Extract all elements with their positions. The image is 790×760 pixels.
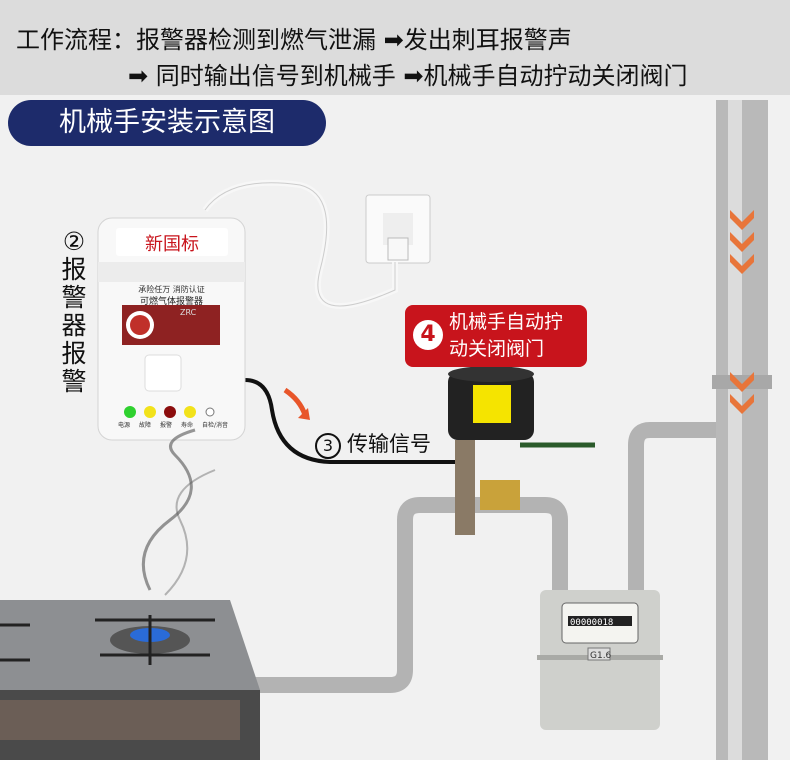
- step-3-number: 3: [315, 433, 341, 459]
- alarm-badge: 新国标: [145, 234, 199, 255]
- step-4-number: 4: [413, 320, 443, 350]
- step-4-line-1: 机械手自动拧: [449, 311, 564, 333]
- step-3-text: 传输信号: [347, 432, 431, 456]
- supply-pipe: [240, 497, 568, 693]
- gas-stove: [0, 600, 260, 760]
- gas-meter: 00000018 G1.6: [537, 590, 663, 730]
- step-2-label: ② 报警器报警: [57, 228, 91, 396]
- alarm-slogan: 承险任万 消防认证: [138, 285, 205, 294]
- alarm-name: 可燃气体报警器: [139, 297, 203, 307]
- workflow-line-1: 工作流程：报警器检测到燃气泄漏 ➡发出刺耳报警声: [16, 26, 572, 54]
- meter-reading: 00000018: [570, 618, 613, 628]
- step-4-line-2: 动关闭阀门: [449, 338, 545, 360]
- step-2-number: ②: [62, 227, 86, 256]
- step-2-text: 报警器报警: [61, 255, 87, 396]
- branch-pipe: [628, 422, 716, 600]
- meter-model: G1.6: [590, 651, 612, 661]
- gas-alarm-device: [97, 217, 246, 441]
- step-4-label: 4 机械手自动拧 动关闭阀门: [405, 305, 587, 367]
- led-label-power: 电源: [118, 422, 131, 429]
- workflow-line-2: ➡ 同时输出信号到机械手 ➡机械手自动拧动关闭阀门: [128, 62, 688, 90]
- workflow-header: 工作流程：报警器检测到燃气泄漏 ➡发出刺耳报警声 ➡ 同时输出信号到机械手 ➡机…: [0, 0, 790, 95]
- wall-socket: [365, 194, 431, 264]
- page-title: 机械手安装示意图: [8, 100, 326, 146]
- led-label-fault: 故障: [138, 422, 151, 429]
- alarm-cert: ZRC: [180, 308, 197, 317]
- flow-arrows: [730, 210, 754, 414]
- signal-arrow-icon: [283, 387, 308, 416]
- signal-cable: [244, 378, 460, 464]
- led-label-life: 寿命: [180, 422, 193, 429]
- test-mute-button[interactable]: 自检/消音: [201, 422, 228, 429]
- led-label-alarm: 报警: [159, 422, 172, 429]
- valve-manipulator: [448, 366, 595, 535]
- alarm-led-labels: 电源 故障 报警 寿命 自检/消音: [118, 420, 228, 429]
